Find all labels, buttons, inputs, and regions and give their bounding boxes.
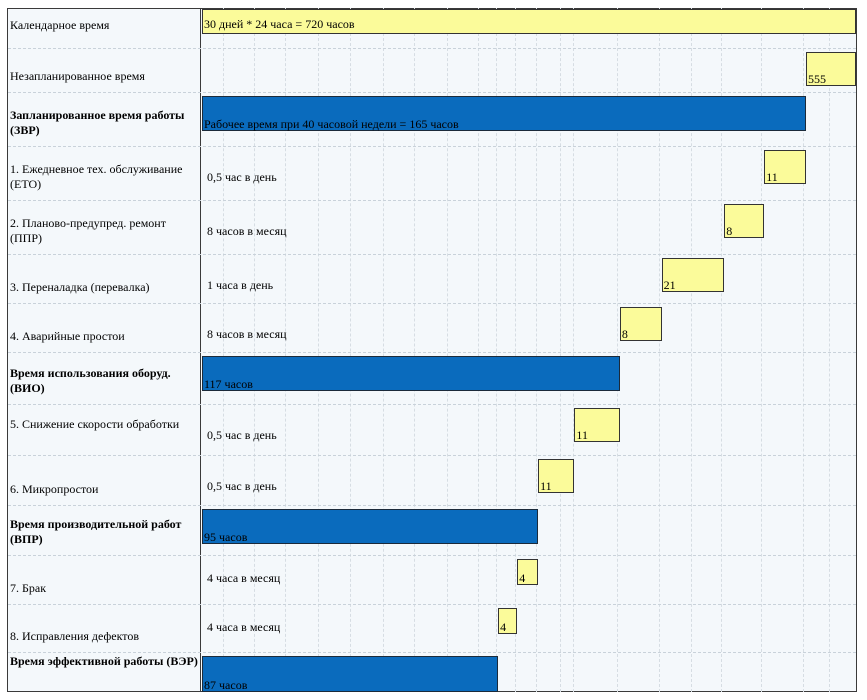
row-label: Время эффективной работы (ВЭР) bbox=[10, 654, 198, 668]
row-label: Время использования оборуд. (ВИО) bbox=[10, 366, 171, 395]
summary-bar bbox=[202, 509, 539, 544]
row-description: 8 часов в месяц bbox=[207, 327, 287, 341]
bar-value-label: 555 bbox=[808, 72, 827, 86]
row-description: 4 часа в месяц bbox=[207, 620, 281, 634]
gridline bbox=[478, 8, 479, 692]
gridline bbox=[691, 8, 692, 692]
row-separator bbox=[8, 200, 856, 201]
loss-bar bbox=[498, 608, 518, 634]
row-description: 0,5 час в день bbox=[207, 479, 277, 493]
row-separator bbox=[8, 92, 856, 93]
gridline bbox=[536, 8, 537, 692]
row-separator bbox=[8, 303, 856, 304]
row-separator bbox=[8, 146, 856, 147]
bar-value-label: 11 bbox=[576, 428, 588, 442]
bar-value-label: 117 часов bbox=[204, 377, 253, 391]
bar-value-label: 87 часов bbox=[204, 678, 248, 692]
row-separator bbox=[8, 352, 856, 353]
row-label: 6. Микропростои bbox=[10, 482, 99, 496]
row-label: Календарное время bbox=[10, 18, 110, 32]
bar-value-label: 11 bbox=[766, 170, 778, 184]
loss-bar bbox=[661, 258, 725, 292]
bar-value-label: 95 часов bbox=[204, 530, 248, 544]
row-separator bbox=[8, 505, 856, 506]
row-label: Время производительной работ (ВПР) bbox=[10, 517, 182, 546]
summary-bar bbox=[202, 656, 499, 692]
row-label: 3. Переналадка (перевалка) bbox=[10, 280, 150, 294]
row-label: 8. Исправления дефектов bbox=[10, 629, 140, 643]
gridline bbox=[560, 8, 561, 692]
bar-value-label: 4 bbox=[519, 571, 526, 585]
summary-bar bbox=[202, 96, 807, 131]
gridline bbox=[285, 8, 286, 692]
row-label: Запланированное время работы (ЗВР) bbox=[10, 108, 185, 137]
gridline bbox=[721, 8, 722, 692]
row-separator bbox=[8, 254, 856, 255]
row-label: Незапланированное время bbox=[10, 69, 145, 83]
row-separator bbox=[8, 652, 856, 653]
summary-bar bbox=[202, 356, 620, 391]
loss-bar bbox=[764, 150, 807, 184]
row-description: 8 часов в месяц bbox=[207, 224, 287, 238]
bar-value-label: Рабочее время при 40 часовой недели = 16… bbox=[204, 117, 459, 131]
row-description: 1 часа в день bbox=[207, 278, 274, 292]
gridline bbox=[318, 8, 319, 692]
gridline bbox=[223, 8, 224, 692]
row-label: 1. Ежедневное тех. обслуживание (ЕТО) bbox=[10, 162, 183, 191]
loss-bar bbox=[538, 459, 575, 493]
loss-bar bbox=[724, 204, 765, 238]
gridline bbox=[414, 8, 415, 692]
gridline bbox=[617, 8, 618, 692]
bar-value-label: 4 bbox=[500, 620, 507, 634]
bar-value-label: 21 bbox=[663, 278, 676, 292]
gridline bbox=[829, 8, 830, 692]
loss-bar bbox=[806, 52, 856, 86]
row-separator bbox=[8, 604, 856, 605]
gridline bbox=[761, 8, 762, 692]
calendar-bar bbox=[202, 9, 856, 34]
gridline bbox=[515, 8, 516, 692]
gridline bbox=[573, 8, 574, 692]
gridline bbox=[350, 8, 351, 692]
gridline bbox=[383, 8, 384, 692]
bar-value-label: 8 bbox=[726, 224, 733, 238]
bar-value-label: 30 дней * 24 часа = 720 часов bbox=[204, 17, 355, 31]
row-separator bbox=[8, 48, 856, 49]
row-description: 4 часа в месяц bbox=[207, 571, 281, 585]
row-label: 4. Аварийные простои bbox=[10, 329, 125, 343]
row-label: 7. Брак bbox=[10, 581, 47, 595]
gridline bbox=[659, 8, 660, 692]
row-separator bbox=[8, 555, 856, 556]
row-description: 0,5 час в день bbox=[207, 170, 277, 184]
row-label: 2. Планово-предупред. ремонт (ППР) bbox=[10, 216, 166, 245]
gridline bbox=[496, 8, 497, 692]
loss-bar bbox=[619, 307, 662, 341]
bar-value-label: 8 bbox=[621, 327, 628, 341]
row-label: 5. Снижение скорости обработки bbox=[10, 417, 180, 431]
gridline bbox=[447, 8, 448, 692]
gridline bbox=[254, 8, 255, 692]
loss-bar bbox=[574, 408, 620, 442]
gridline bbox=[803, 8, 804, 692]
loss-bar bbox=[517, 559, 539, 585]
row-separator bbox=[8, 404, 856, 405]
row-separator bbox=[8, 455, 856, 456]
row-description: 0,5 час в день bbox=[207, 428, 277, 442]
bar-value-label: 11 bbox=[540, 479, 552, 493]
